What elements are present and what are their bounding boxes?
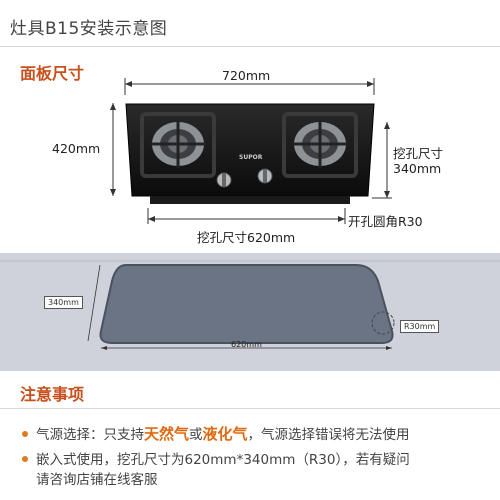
- notes-heading: 注意事项: [20, 385, 85, 404]
- note-installation: 嵌入式使用，挖孔尺寸为620mm*340mm（R30），若有疑问: [22, 450, 410, 470]
- note-installation-cont: 请咨询店铺在线客服: [36, 472, 158, 488]
- bullet-icon: [22, 431, 28, 437]
- brand-logo: SUPOR: [239, 154, 263, 161]
- cutout-width-label: 620mm: [231, 340, 262, 349]
- cooktop-illustration: [125, 103, 375, 204]
- note-text: 嵌入式使用，挖孔尺寸为620mm*340mm（R30），若有疑问: [36, 452, 410, 468]
- note-text: ，气源选择错误将无法使用: [247, 427, 410, 443]
- bullet-icon: [22, 456, 28, 462]
- lpg-highlight: 液化气: [202, 425, 248, 443]
- cutout-corner-label: R30mm: [400, 320, 440, 333]
- note-text: 气源选择：只支持: [36, 427, 144, 443]
- panel-height-label: 420mm: [52, 141, 101, 156]
- corner-radius-label: 开孔圆角R30: [348, 214, 423, 229]
- cutout-height-label: 340mm: [44, 296, 83, 309]
- notes-divider: [0, 408, 500, 409]
- note-text: 或: [189, 427, 203, 443]
- note-gas-source: 气源选择：只支持天然气或液化气，气源选择错误将无法使用: [22, 424, 410, 445]
- natural-gas-highlight: 天然气: [144, 425, 190, 443]
- panel-heading: 面板尺寸: [20, 64, 85, 83]
- cut-width-label: 挖孔尺寸620mm: [197, 230, 296, 245]
- right-burner: [282, 112, 358, 178]
- cut-height-label: 挖孔尺寸 340mm: [393, 146, 444, 176]
- panel-width-label: 720mm: [222, 68, 271, 83]
- left-burner: [140, 112, 216, 178]
- page-title: 灶具B15安装示意图: [10, 19, 168, 39]
- cutout-diagram: [0, 260, 500, 350]
- header-divider: [0, 46, 500, 47]
